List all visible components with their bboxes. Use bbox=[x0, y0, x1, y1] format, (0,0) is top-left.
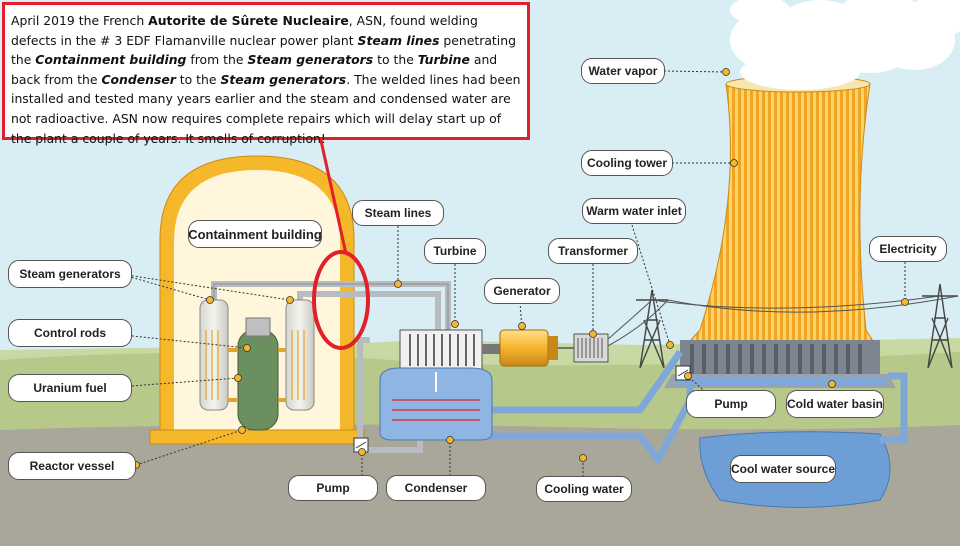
generator bbox=[499, 329, 558, 367]
annotation-text-segment: to the bbox=[373, 52, 418, 68]
label-water-vapor: Water vapor bbox=[581, 58, 665, 84]
label-warm-water-inlet: Warm water inlet bbox=[582, 198, 686, 224]
annotation-text-segment: from the bbox=[186, 52, 248, 68]
annotation-text-segment: Steam lines bbox=[357, 32, 440, 48]
label-cooling-water: Cooling water bbox=[536, 476, 632, 502]
annotation-text-segment: Steam generators bbox=[220, 71, 347, 87]
annotation-text-segment: and back from the bbox=[11, 52, 498, 87]
annotation-text-segment: , ASN, found welding defects in the # 3 … bbox=[11, 13, 478, 48]
steam-generator-left bbox=[199, 299, 229, 411]
annotation-text-segment: to the bbox=[175, 71, 221, 87]
steam-line-highlight-circle bbox=[312, 250, 370, 350]
label-generator: Generator bbox=[484, 278, 560, 304]
annotation-text-segment: Containment building bbox=[35, 52, 187, 68]
power-line-2 bbox=[599, 295, 959, 351]
steam-generator-tubes bbox=[205, 330, 305, 400]
annotation-text-segment: . The welded lines had been installed an… bbox=[11, 71, 521, 146]
annotation-text-segment: penetrating the bbox=[11, 32, 516, 68]
turbine bbox=[399, 329, 502, 371]
leader-lines bbox=[103, 70, 906, 489]
annotation-text-box: April 2019 the French Autorite de Sûrete… bbox=[2, 2, 530, 146]
annotation-text-segment: Steam generators bbox=[247, 52, 374, 68]
annotation-text-segment: Turbine bbox=[417, 52, 470, 68]
water-vapor-cloud bbox=[730, 0, 960, 90]
label-reactor-vessel: Reactor vessel bbox=[8, 452, 136, 480]
annotation-pointer-line bbox=[318, 135, 348, 255]
reactor-vessel bbox=[228, 317, 286, 431]
label-cool-water-source: Cool water source bbox=[730, 455, 836, 483]
label-pump-left: Pump bbox=[288, 475, 378, 501]
transformer bbox=[573, 333, 609, 363]
annotation-text-segment: Condenser bbox=[101, 71, 176, 87]
label-control-rods: Control rods bbox=[8, 319, 132, 347]
label-steam-generators: Steam generators bbox=[8, 260, 132, 288]
label-cold-water-basin: Cold water basin bbox=[786, 390, 884, 418]
steam-generator-right bbox=[285, 299, 315, 411]
label-uranium-fuel: Uranium fuel bbox=[8, 374, 132, 402]
annotation-text-segment: April 2019 the French bbox=[11, 13, 149, 28]
condenser bbox=[379, 367, 493, 441]
label-containment-building: Containment building bbox=[188, 220, 322, 248]
label-pump-right: Pump bbox=[686, 390, 776, 418]
label-turbine: Turbine bbox=[424, 238, 486, 264]
label-transformer: Transformer bbox=[548, 238, 638, 264]
annotation-text-segment: Autorite de Sûrete Nucleaire bbox=[148, 13, 349, 28]
label-steam-lines: Steam lines bbox=[352, 200, 444, 226]
label-condenser: Condenser bbox=[386, 475, 486, 501]
label-electricity: Electricity bbox=[869, 236, 947, 262]
label-cooling-tower: Cooling tower bbox=[581, 150, 673, 176]
